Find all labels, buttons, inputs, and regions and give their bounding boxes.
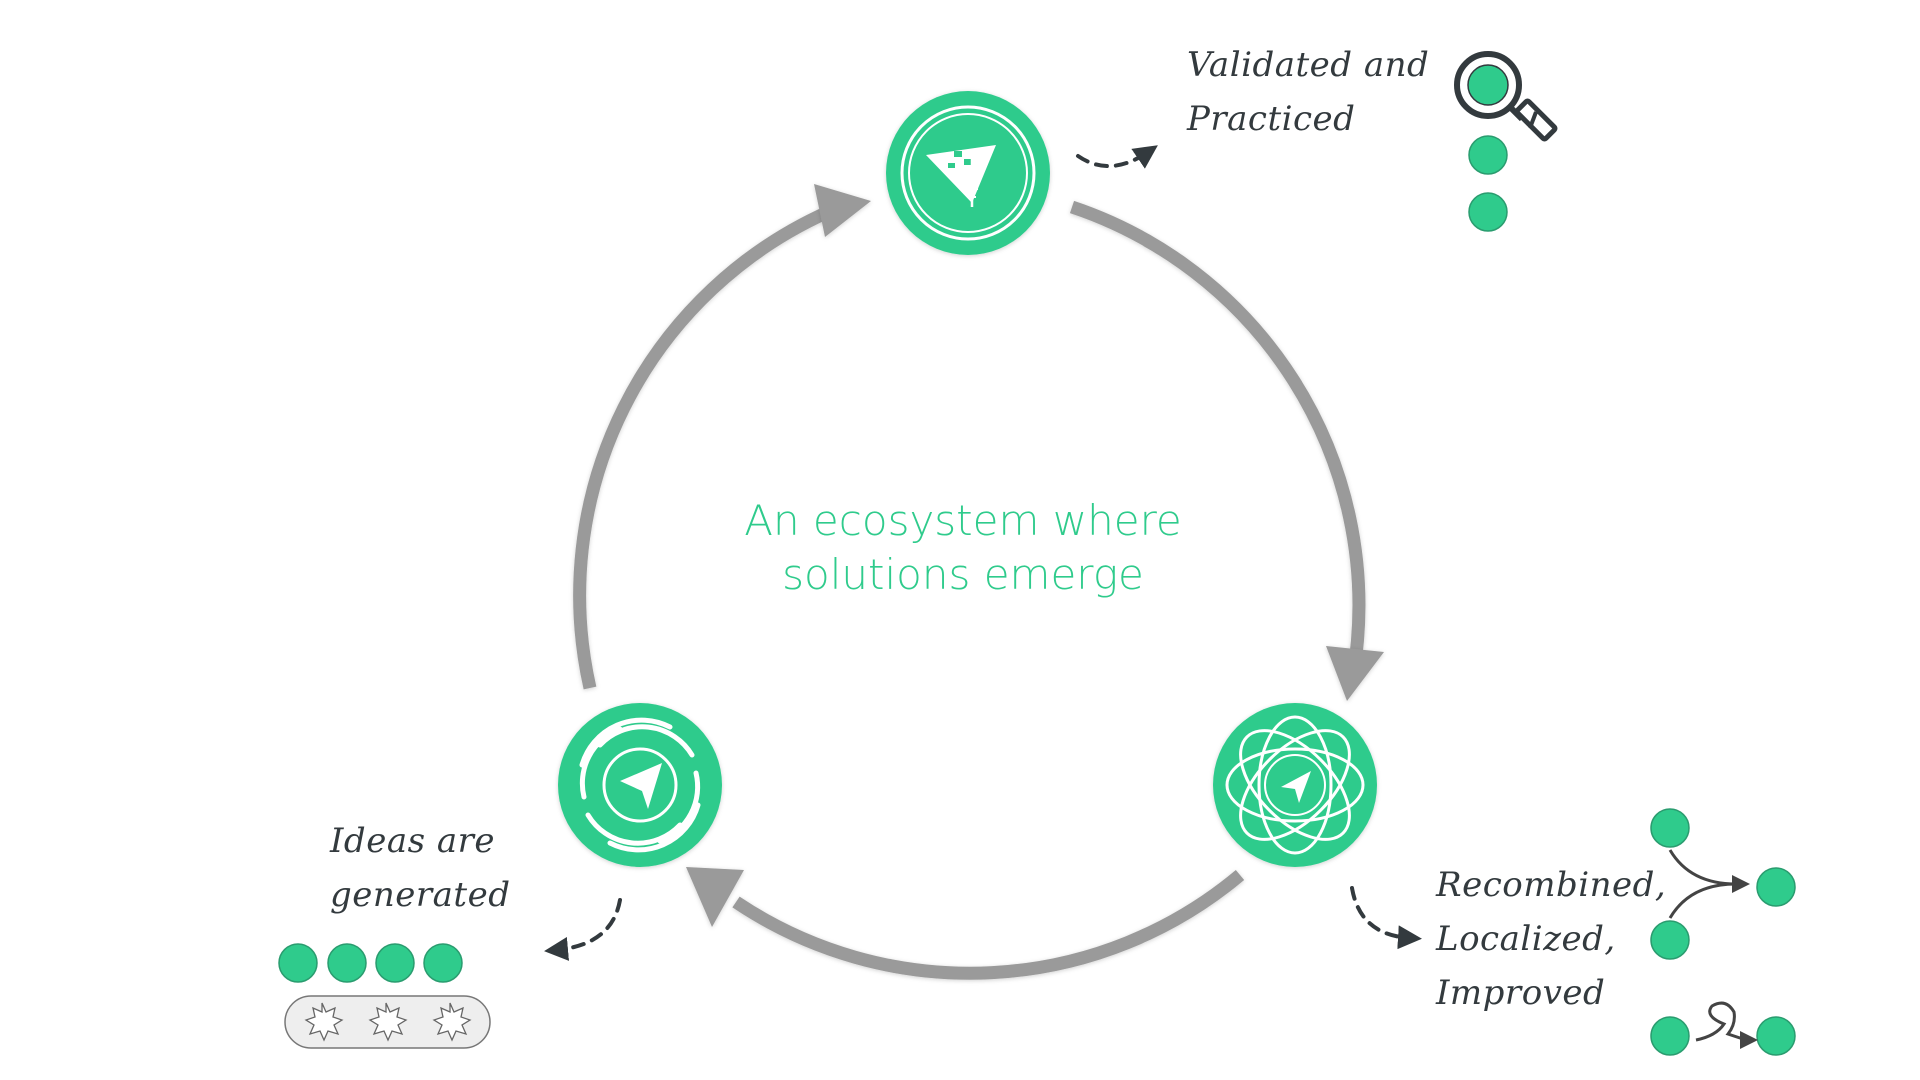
label-recombined: Recombined, Localized, Improved xyxy=(1435,865,1666,1013)
loop-arrow xyxy=(1695,1001,1747,1042)
validated-illustration xyxy=(1454,51,1558,232)
label-validated: Validated and Practiced xyxy=(1186,45,1429,139)
center-title-line2: solutions emerge xyxy=(782,550,1144,599)
merge-arrowhead xyxy=(1732,875,1750,893)
recombine-dot-bottom xyxy=(1650,920,1690,960)
validated-dot-2 xyxy=(1468,192,1508,232)
magnifier-icon xyxy=(1454,51,1558,142)
arrowhead-bottom xyxy=(686,867,744,927)
generated-illustration xyxy=(278,943,491,1049)
loop-arrowhead xyxy=(1740,1031,1758,1049)
arrow-right-to-bottom xyxy=(732,870,1245,980)
label-generated-line2: generated xyxy=(330,875,510,915)
stage-node-recombined xyxy=(1213,703,1377,867)
dash-to-generated xyxy=(544,898,622,961)
cycle-arrows xyxy=(573,200,1366,980)
generated-dot-4 xyxy=(423,943,463,983)
merge-arrow xyxy=(1668,849,1737,919)
cycle-arrowheads xyxy=(686,184,1384,927)
spark-icons xyxy=(304,1002,472,1042)
label-recombined-line1: Recombined, xyxy=(1435,865,1666,905)
validated-dot-1 xyxy=(1468,135,1508,175)
spark-icon-2 xyxy=(368,1002,408,1042)
arrowhead-right xyxy=(1326,646,1384,701)
recombined-illustration xyxy=(1650,808,1796,1056)
improve-dot-right xyxy=(1756,1016,1796,1056)
dash-to-validated xyxy=(1076,145,1158,169)
orbit-rings-icon xyxy=(1225,715,1365,855)
spark-icon-3 xyxy=(432,1002,472,1042)
arrowhead-top xyxy=(814,184,871,237)
arrow-bottom-to-top xyxy=(573,206,831,690)
dash-to-recombined xyxy=(1350,886,1422,950)
pyramid-flag-icon xyxy=(926,145,996,207)
center-title-line1: An ecosystem where xyxy=(744,496,1182,545)
stage-node-generated xyxy=(558,703,722,867)
swirl-vortex-icon xyxy=(579,717,701,853)
label-recombined-line2: Localized, xyxy=(1435,919,1616,959)
arrow-top-to-right xyxy=(1069,200,1366,656)
label-validated-line1: Validated and xyxy=(1187,45,1429,85)
recombine-dot-top xyxy=(1650,808,1690,848)
generated-dot-3 xyxy=(375,943,415,983)
improve-dot-left xyxy=(1650,1016,1690,1056)
dashed-connectors xyxy=(544,145,1422,961)
label-recombined-line3: Improved xyxy=(1435,973,1605,1013)
recombine-dot-result xyxy=(1756,867,1796,907)
stage-node-validated xyxy=(886,91,1050,255)
generated-dot-2 xyxy=(327,943,367,983)
label-generated: Ideas are generated xyxy=(329,821,510,915)
label-validated-line2: Practiced xyxy=(1186,99,1355,139)
generated-dot-1 xyxy=(278,943,318,983)
spark-icon-1 xyxy=(304,1002,344,1042)
label-generated-line1: Ideas are xyxy=(329,821,495,861)
